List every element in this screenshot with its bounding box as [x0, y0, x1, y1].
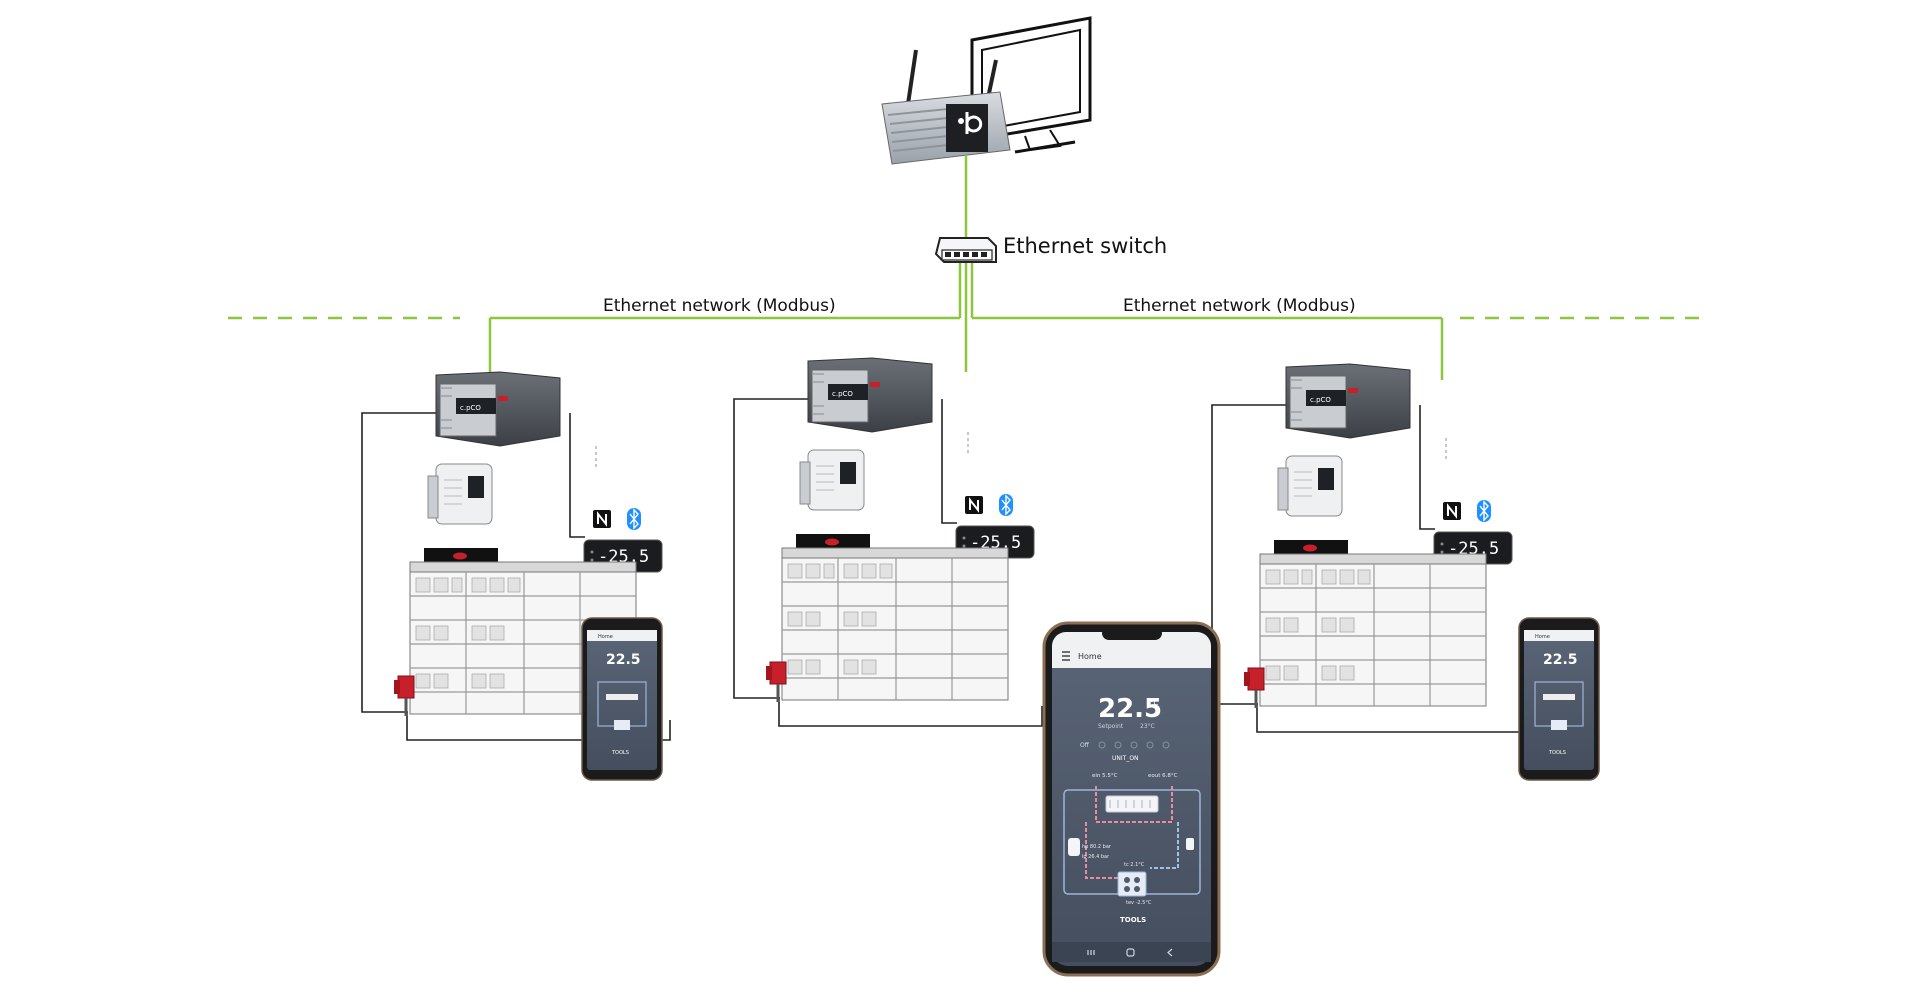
svg-text:TOOLS: TOOLS — [611, 750, 629, 756]
svg-text:tev -2.5°C: tev -2.5°C — [1126, 900, 1152, 906]
svg-text:Setpoint: Setpoint — [1098, 723, 1124, 730]
gateway-logo-icon — [958, 112, 983, 134]
valve-driver — [427, 463, 493, 525]
svg-text:Home: Home — [1078, 652, 1102, 661]
svg-text:eout 6.8°C: eout 6.8°C — [1148, 773, 1178, 779]
network-label-right: Ethernet network (Modbus) — [1123, 296, 1356, 316]
menu-icon — [1062, 651, 1070, 661]
svg-text:ein 5.5°C: ein 5.5°C — [1092, 773, 1118, 779]
expansion-valve — [394, 675, 415, 716]
svg-text:°C: °C — [1150, 699, 1159, 707]
smartphone-center: Home 22.5 °C Setpoint 23°C Off UNIT_ON e… — [1042, 621, 1221, 977]
svg-text:c.pCO: c.pCO — [460, 404, 481, 412]
refrigeration-unit-left: c.pCO -25.5 — [361, 371, 671, 741]
ethernet-switch-label: Ethernet switch — [1003, 234, 1168, 258]
svg-text:23°C: 23°C — [1140, 723, 1155, 730]
svg-text:tc 2.1°C: tc 2.1°C — [1124, 862, 1145, 868]
svg-text:UNIT_ON: UNIT_ON — [1112, 755, 1139, 762]
svg-text:Home: Home — [598, 634, 613, 640]
controller: c.pCO — [435, 371, 561, 447]
ethernet-switch — [934, 237, 997, 263]
gateway-device — [881, 49, 1011, 165]
nfc-icon — [593, 510, 611, 528]
svg-text:hp 80.2 bar: hp 80.2 bar — [1082, 844, 1112, 850]
network-label-left: Ethernet network (Modbus) — [603, 296, 836, 316]
smartphone-right — [1518, 617, 1600, 781]
svg-text:lp 26.4 bar: lp 26.4 bar — [1082, 854, 1110, 860]
refrigeration-unit-center — [732, 356, 1044, 728]
svg-text:22.5: 22.5 — [1098, 694, 1162, 724]
wiring — [361, 412, 671, 741]
refrigeration-schematic: hp 80.2 bar lp 26.4 bar tc 2.1°C tev -2.… — [1063, 786, 1201, 906]
svg-text:22.5: 22.5 — [606, 652, 641, 668]
svg-text:TOOLS: TOOLS — [1120, 916, 1146, 924]
refrigeration-unit-right — [1210, 362, 1522, 734]
bluetooth-icon — [627, 508, 641, 530]
network-lines — [228, 155, 1705, 380]
svg-text:Off: Off — [1080, 742, 1090, 749]
smartphone-left: Home 22.5 TOOLS — [581, 617, 663, 781]
